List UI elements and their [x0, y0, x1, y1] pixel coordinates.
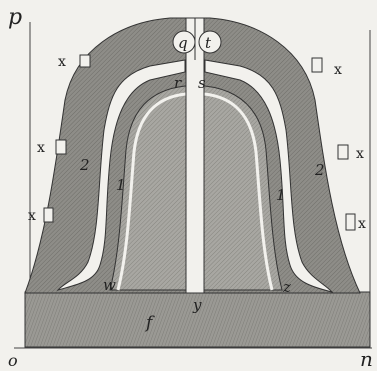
region-label-s: s — [198, 74, 206, 92]
marker-box-right-1 — [311, 57, 323, 73]
base-block-f — [24, 291, 371, 348]
corner-label-n: n — [360, 347, 373, 371]
corner-label-p: p — [8, 5, 22, 30]
marker-box-left-1 — [79, 54, 91, 68]
layer-label-inner-left: 1 — [116, 176, 126, 194]
marker-label-left-2: x — [37, 140, 45, 156]
marker-label-right-3: x — [358, 216, 366, 232]
cup-t — [198, 30, 222, 54]
marker-label-right-1: x — [334, 62, 342, 78]
marker-label-left-1: x — [58, 54, 66, 70]
marker-label-right-2: x — [356, 146, 364, 162]
bell-cavity-right — [204, 59, 334, 293]
layer-label-outer-right: 2 — [314, 161, 325, 179]
region-label-w: w — [103, 276, 116, 294]
region-label-y: y — [192, 296, 202, 314]
region-label-t: t — [205, 34, 212, 52]
marker-box-right-3 — [345, 213, 356, 231]
region-label-z: z — [282, 278, 291, 296]
corner-label-o: o — [8, 351, 18, 370]
layer-label-inner-right: 1 — [276, 186, 286, 204]
marker-box-left-2 — [55, 139, 67, 155]
cup-q — [172, 30, 196, 54]
marker-box-right-2 — [337, 144, 349, 160]
layer-label-outer-left: 2 — [79, 156, 90, 174]
region-label-f: f — [144, 313, 155, 333]
marker-label-left-3: x — [28, 208, 36, 224]
bell-cavity-left — [56, 59, 186, 291]
region-label-q: q — [178, 34, 188, 52]
marker-box-left-3 — [43, 207, 54, 223]
region-label-r: r — [174, 74, 182, 92]
